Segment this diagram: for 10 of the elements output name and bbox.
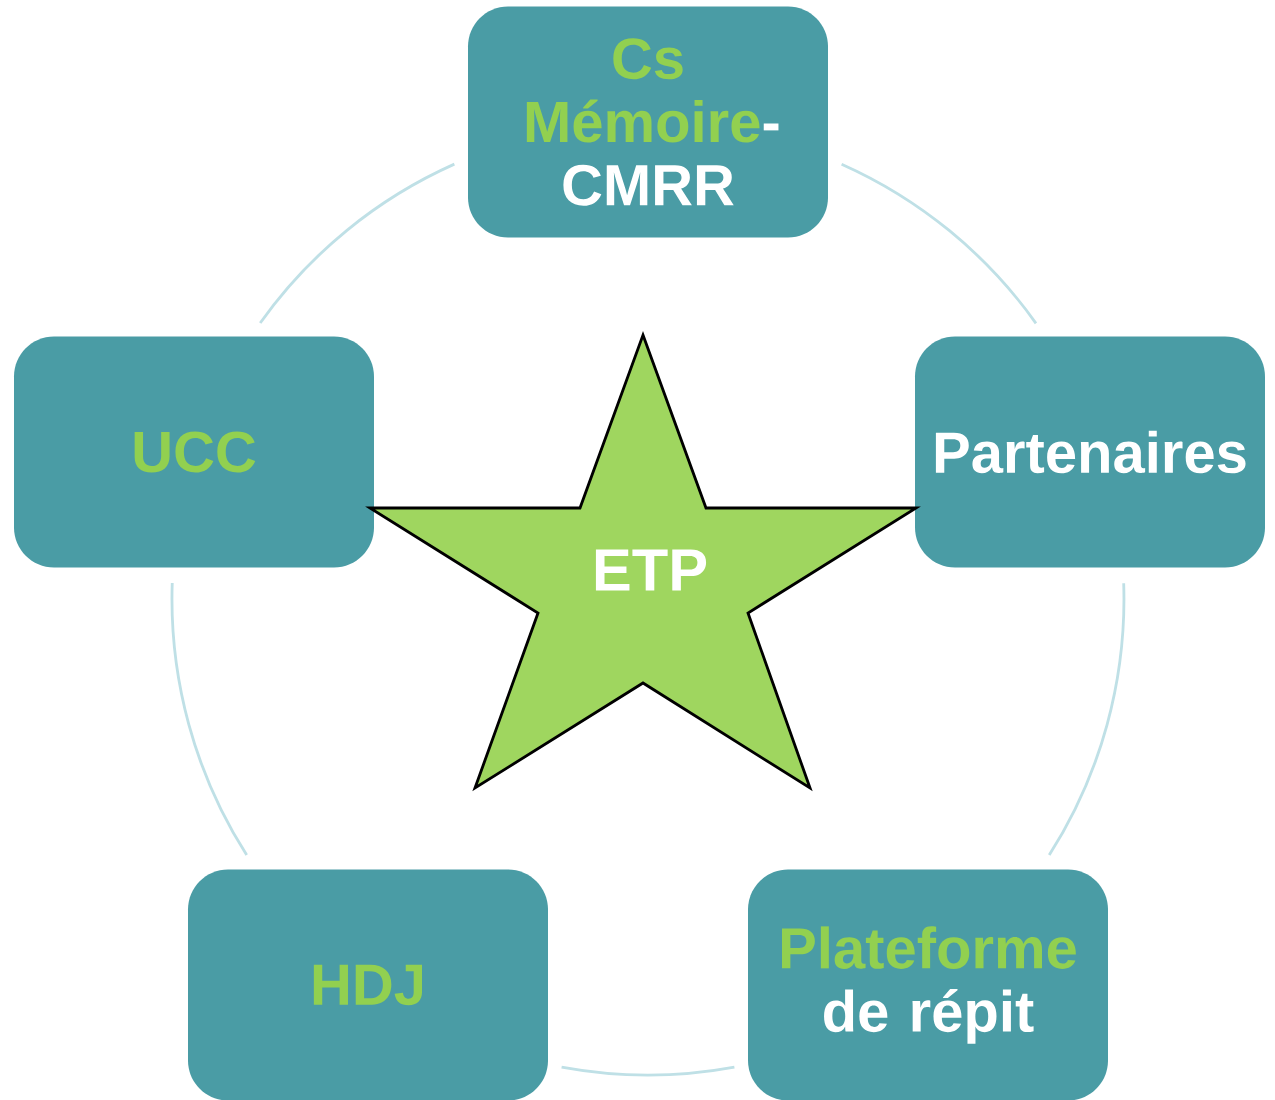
rounded-box: Cs Mémoire-CMRR xyxy=(468,6,828,238)
ring-arc xyxy=(841,162,1038,325)
ring-arc xyxy=(170,582,248,856)
rounded-box: Plateforme de répit xyxy=(748,869,1108,1100)
ring-arc xyxy=(259,162,455,324)
rounded-box: HDJ xyxy=(188,869,548,1100)
ring-arc xyxy=(1048,583,1126,856)
rounded-box: UCC xyxy=(14,336,374,568)
rounded-box: Partenaires xyxy=(915,336,1265,568)
ring-arc xyxy=(561,1065,735,1077)
